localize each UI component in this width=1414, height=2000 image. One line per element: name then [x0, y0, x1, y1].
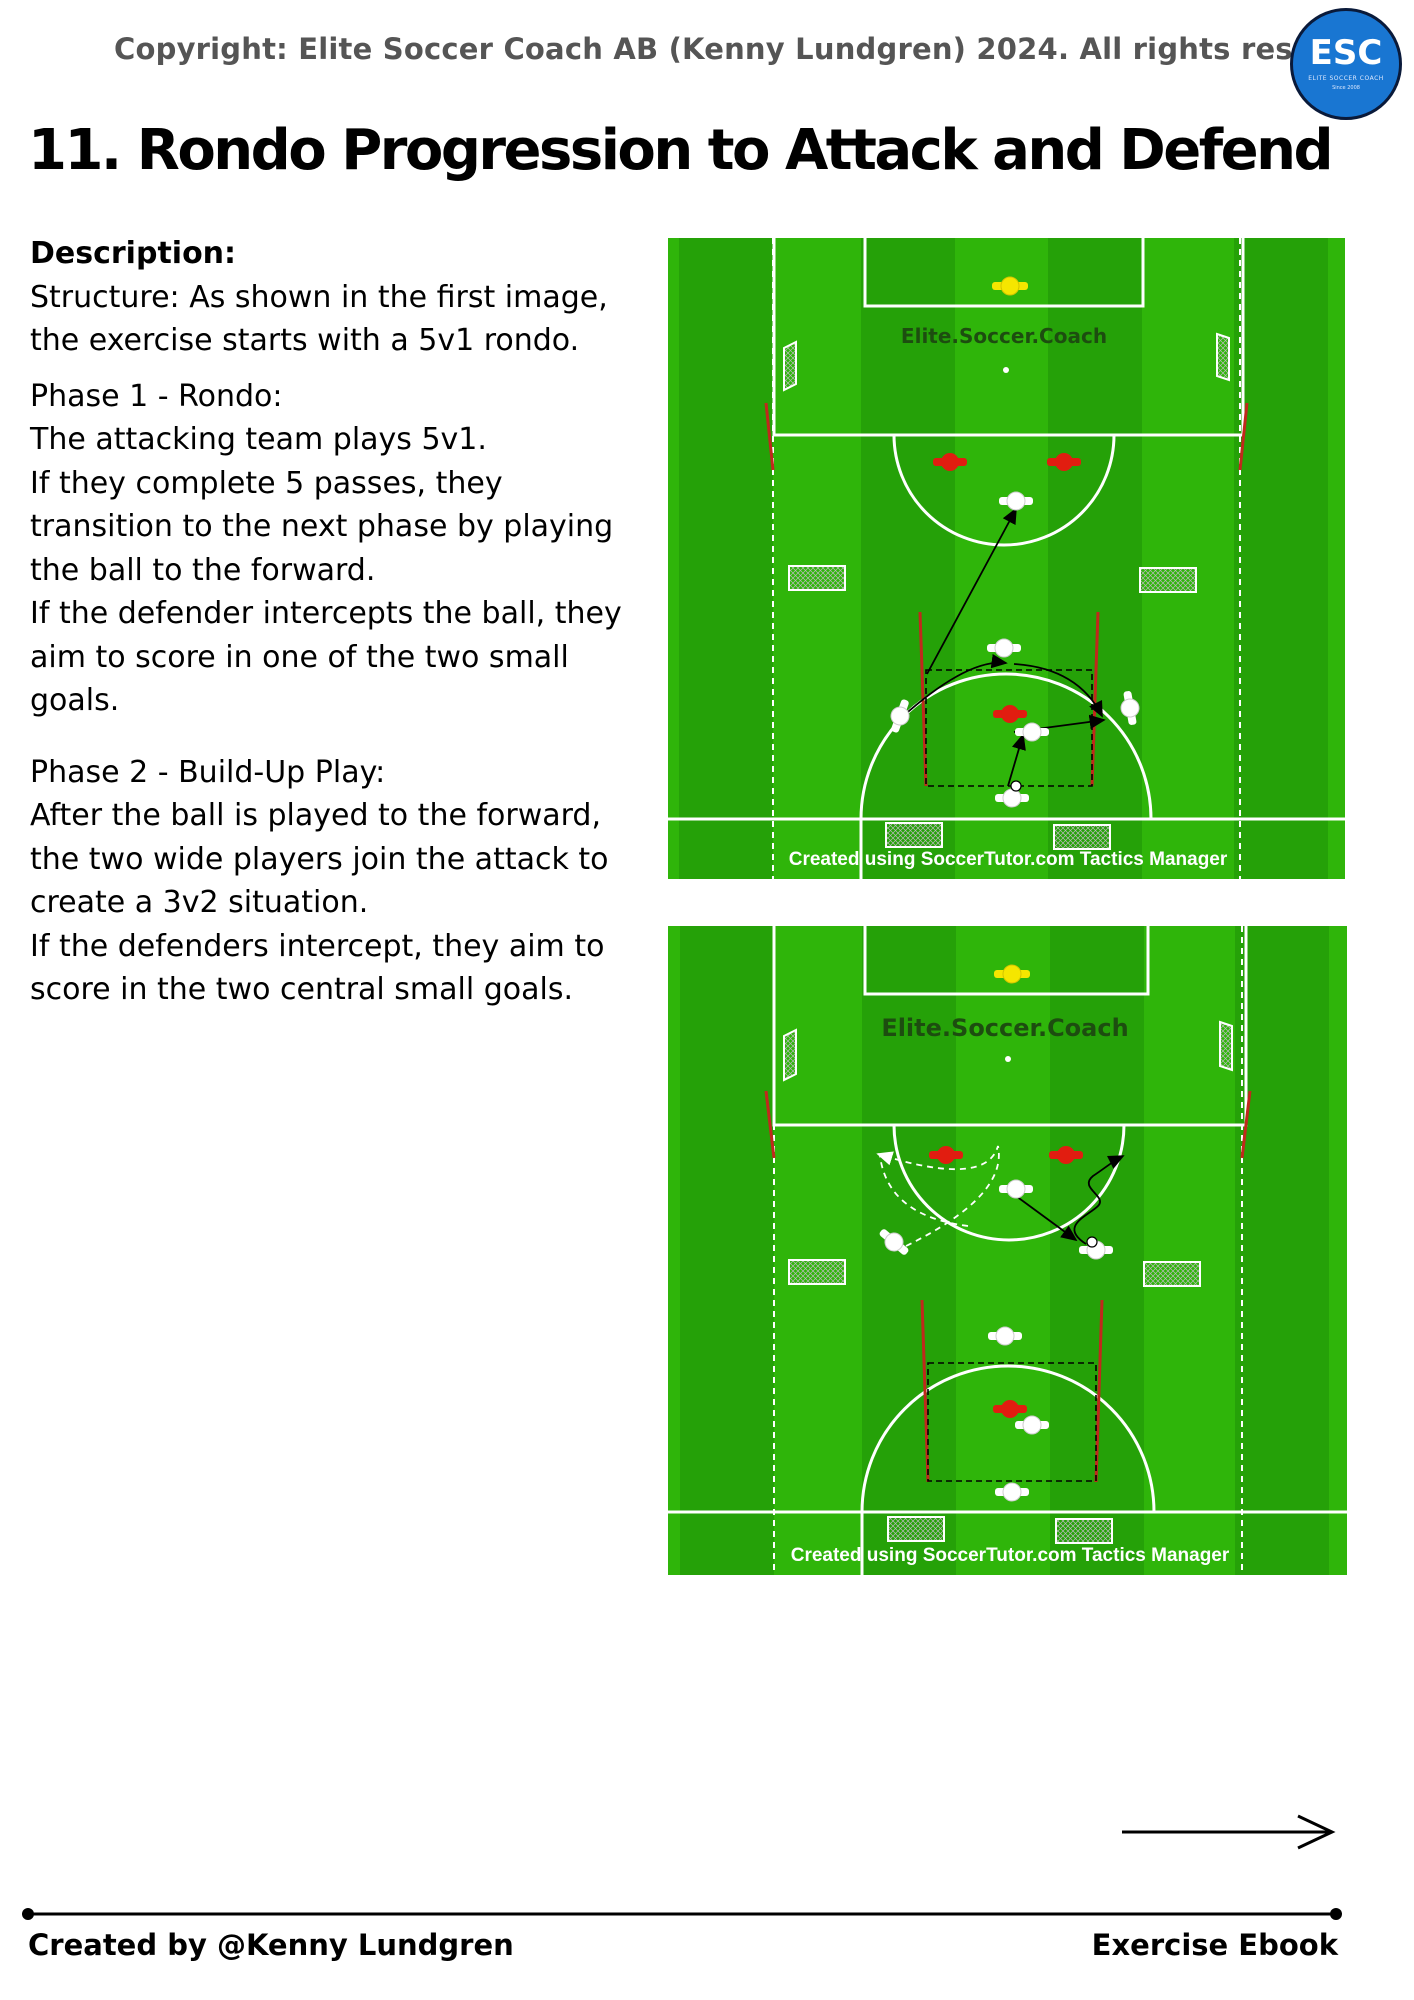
diagram-watermark: Elite.Soccer.Coach: [881, 1014, 1128, 1042]
diagram-watermark: Elite.Soccer.Coach: [901, 324, 1107, 348]
page-title: 11. Rondo Progression to Attack and Defe…: [28, 118, 1334, 183]
phase2-line: After the ball is played to the forward,…: [30, 798, 609, 920]
logo-since: Since 2008: [1332, 85, 1360, 91]
ball-icon: [1086, 1236, 1098, 1248]
esc-logo: ESC ELITE SOCCER COACH Since 2008: [1290, 8, 1402, 120]
players: [890, 276, 1140, 808]
rondo-diagram-phase-1: Elite.Soccer.Coach Created using SoccerT…: [668, 238, 1345, 879]
diagram-credit: Created using SoccerTutor.com Tactics Ma…: [789, 849, 1228, 870]
footer-ebook-label: Exercise Ebook: [1091, 1928, 1338, 1962]
footer-divider: [22, 1908, 1342, 1920]
logo-text: ESC: [1309, 33, 1383, 73]
phase1-line: The attacking team plays 5v1.: [30, 422, 487, 457]
footer-author: Created by @Kenny Lundgren: [28, 1928, 514, 1962]
phase1-line: If the defender intercepts the ball, the…: [30, 596, 622, 718]
logo-subtext: ELITE SOCCER COACH: [1308, 75, 1384, 82]
copyright-notice: Copyright: Elite Soccer Coach AB (Kenny …: [114, 32, 1399, 66]
structure-text: Structure: As shown in the first image, …: [30, 279, 608, 359]
rondo-diagram-phase-2: Elite.Soccer.Coach Created using SoccerT…: [668, 926, 1347, 1575]
phase1-line: If they complete 5 passes, they transiti…: [30, 465, 614, 588]
phase1-heading: Phase 1 - Rondo:: [30, 378, 283, 414]
description-heading: Description:: [30, 236, 237, 271]
players: [879, 964, 1113, 1502]
phase2-heading: Phase 2 - Build-Up Play:: [30, 754, 386, 790]
diagram-credit: Created using SoccerTutor.com Tactics Ma…: [791, 1545, 1230, 1566]
phase2-line: If the defenders intercept, they aim to …: [30, 928, 605, 1008]
description-block: Description: Structure: As shown in the …: [30, 232, 650, 1012]
arrow-right-icon[interactable]: [1122, 1812, 1338, 1852]
ball-icon: [1010, 780, 1022, 792]
